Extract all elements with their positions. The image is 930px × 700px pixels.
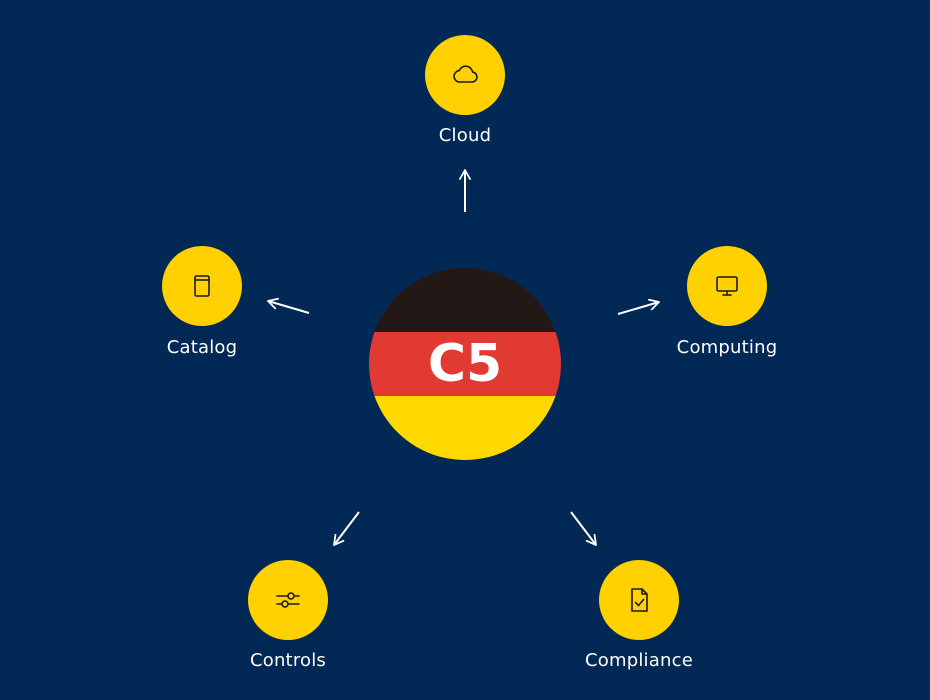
compliance-node xyxy=(599,560,679,640)
flag-band-red xyxy=(369,332,561,396)
compliance-label: Compliance xyxy=(585,650,693,671)
controls-node xyxy=(248,560,328,640)
c5-flag-circle: C5 xyxy=(369,268,561,460)
monitor-icon xyxy=(716,276,738,296)
arrow-to-controls xyxy=(333,511,360,546)
cloud-node xyxy=(425,35,505,115)
sliders-icon xyxy=(276,592,300,608)
flag-band-gold xyxy=(369,396,561,460)
arrow-to-computing xyxy=(617,298,660,315)
catalog-node xyxy=(162,246,242,326)
controls-label: Controls xyxy=(249,650,327,671)
c5-label: C5 xyxy=(427,334,503,394)
arrow-to-compliance xyxy=(570,511,597,546)
cloud-icon xyxy=(453,65,478,83)
computing-label: Computing xyxy=(676,337,778,358)
book-icon xyxy=(194,275,210,297)
computing-node xyxy=(687,246,767,326)
catalog-label: Catalog xyxy=(166,337,238,358)
cloud-label: Cloud xyxy=(438,125,492,146)
document-check-icon xyxy=(631,588,648,612)
flag-band-black xyxy=(369,268,561,332)
arrow-to-catalog xyxy=(267,297,310,314)
